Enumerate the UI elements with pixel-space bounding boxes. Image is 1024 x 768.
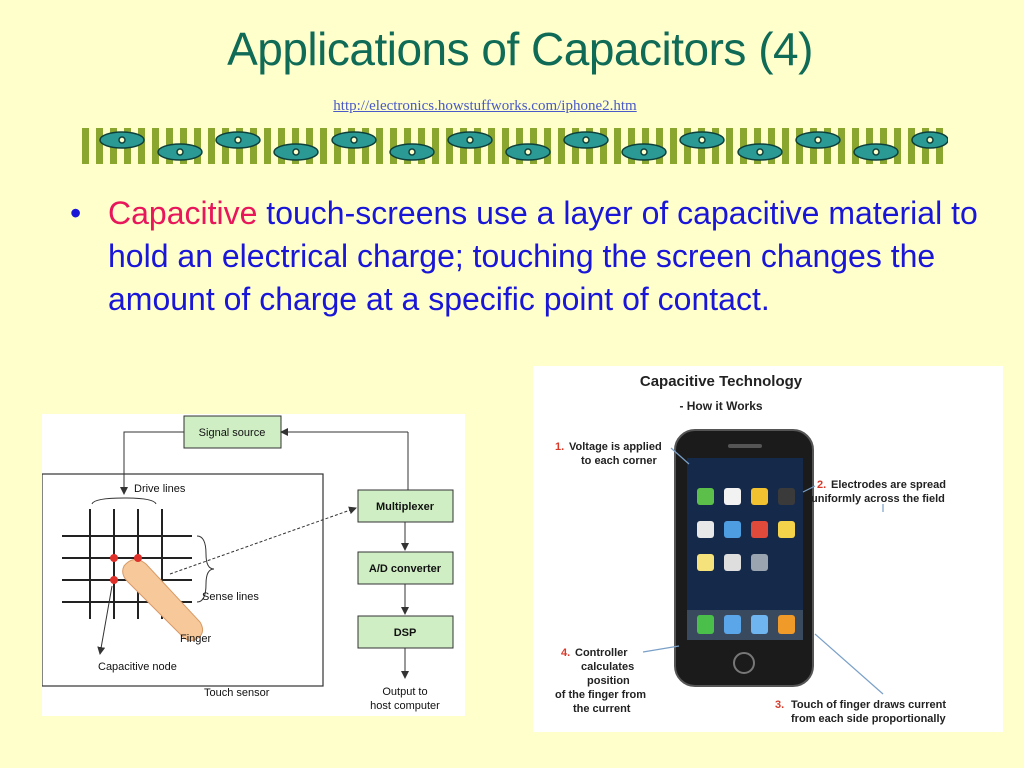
source-link[interactable]: http://electronics.howstuffworks.com/iph… [333, 98, 637, 114]
capacitive-technology-diagram: Capacitive Technology - How it Works 1. … [533, 366, 1003, 732]
step1-line1: Voltage is applied [569, 441, 662, 453]
step2-number: 2. [817, 479, 826, 491]
touch-sensor-diagram: Signal source Drive lines Sense lines Fi… [42, 414, 465, 716]
capacitive-node [110, 554, 118, 562]
signal-source-label: Signal source [199, 427, 266, 439]
step4-number: 4. [561, 647, 570, 659]
step4-line5: the current [573, 703, 631, 715]
drive-lines-label: Drive lines [134, 483, 186, 495]
finger-label: Finger [180, 633, 212, 645]
slide-title: Applications of Capacitors (4) [227, 23, 813, 75]
step1-number: 1. [555, 441, 564, 453]
step2-line2: uniformly across the field [811, 493, 945, 505]
step4-line3: position [587, 675, 630, 687]
cap-tech-subtitle: - How it Works [679, 399, 762, 413]
capacitive-node [110, 576, 118, 584]
output-label-line2: host computer [370, 700, 440, 712]
phone-illustration [674, 429, 814, 687]
step3-number: 3. [775, 699, 784, 711]
decorative-border [82, 128, 948, 164]
step4-line4: of the finger from [555, 689, 646, 701]
ad-converter-label: A/D converter [369, 563, 442, 575]
multiplexer-label: Multiplexer [376, 501, 435, 513]
step3-line1: Touch of finger draws current [791, 699, 946, 711]
touch-sensor-label: Touch sensor [204, 687, 270, 699]
output-label-line1: Output to [382, 686, 427, 698]
sense-lines-label: Sense lines [202, 591, 259, 603]
cap-tech-title: Capacitive Technology [640, 373, 803, 390]
bullet-marker: • [70, 195, 82, 231]
bullet-highlight: Capacitive [108, 195, 258, 231]
capacitive-node [134, 554, 142, 562]
bullet-text: Capacitive touch-screens use a layer of … [108, 192, 1008, 321]
step1-line2: to each corner [581, 455, 658, 467]
dsp-label: DSP [394, 627, 417, 639]
bullet-body: touch-screens use a layer of capacitive … [108, 195, 978, 317]
step4-line2: calculates [581, 661, 634, 673]
step4-line1: Controller [575, 647, 628, 659]
step3-line2: from each side proportionally [791, 713, 947, 725]
capacitive-node-label: Capacitive node [98, 661, 177, 673]
step2-line1: Electrodes are spread [831, 479, 946, 491]
